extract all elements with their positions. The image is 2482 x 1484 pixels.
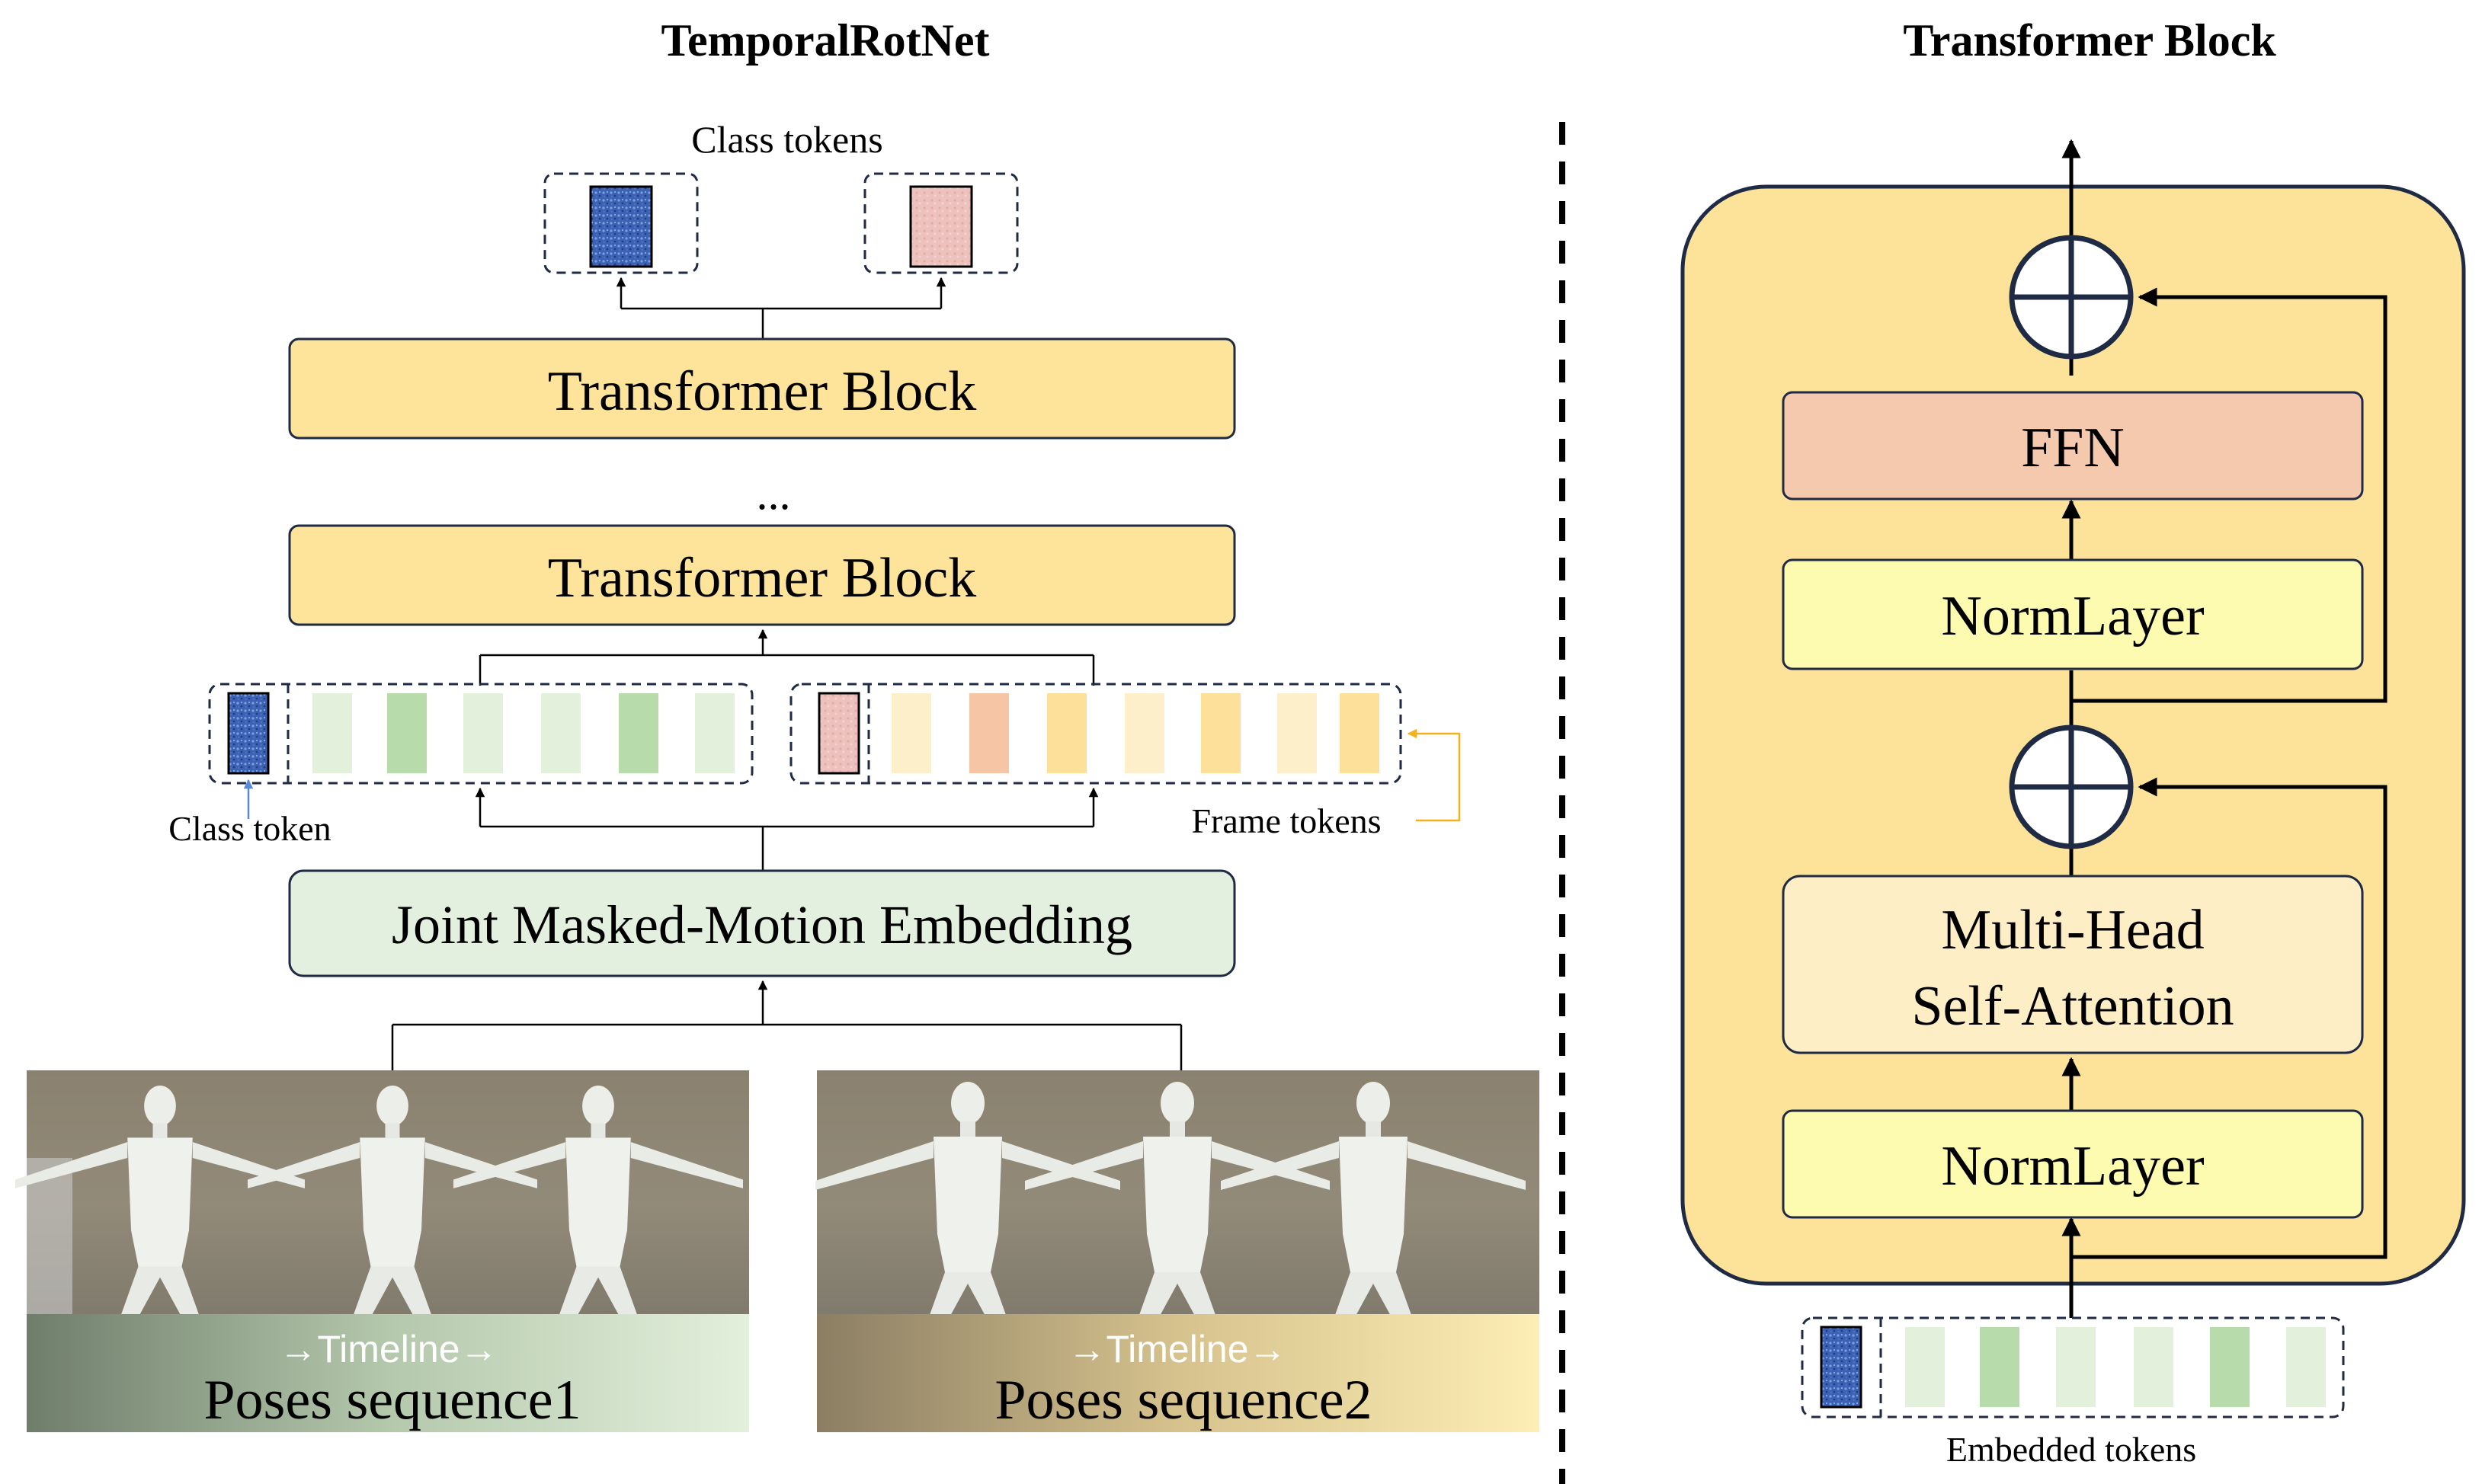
mhsa-label-line1: Multi-Head: [1941, 899, 2204, 961]
embedded-token: [2286, 1327, 2326, 1407]
mhsa-block: [1782, 875, 2364, 1054]
embedding-block: [288, 869, 1236, 977]
frame-token: [1201, 693, 1241, 773]
norm-layer-top: [1782, 558, 2364, 670]
embedded-tokens: [1801, 1316, 2345, 1418]
class-token-label: Class token: [168, 809, 331, 848]
frame-token: [1047, 693, 1087, 773]
transformer-block-top-label: Transformer Block: [548, 360, 976, 423]
left-title: TemporalRotNet: [661, 15, 989, 66]
sequence-1-label: Poses sequence1: [203, 1369, 581, 1431]
embedded-token: [1980, 1327, 2019, 1407]
pose-sequence-1: →Timeline→ Poses sequence1: [14, 1070, 749, 1432]
pose-sequence-2: →Timeline→ Poses sequence2: [815, 1070, 1539, 1432]
embedded-tokens-label: Embedded tokens: [1946, 1430, 2196, 1469]
token-group-seq1: [208, 683, 754, 785]
class-token-output-frame-2: [863, 172, 1019, 274]
class-token-blue: [227, 692, 270, 775]
frame-token: [541, 693, 581, 773]
residual-connection-2: [2071, 287, 2388, 703]
class-token-output-pink: [909, 185, 973, 268]
embedded-token: [2056, 1327, 2096, 1407]
right-title: Transformer Block: [1903, 15, 2276, 66]
transformer-block-bottom: [288, 524, 1236, 626]
mhsa-label-line2: Self-Attention: [1911, 975, 2234, 1038]
add-icon-bottom: [2009, 724, 2134, 849]
class-tokens-label: Class tokens: [691, 118, 882, 161]
frame-token: [1125, 693, 1164, 773]
embedded-token: [2210, 1327, 2250, 1407]
residual-connection-1: [2071, 777, 2388, 1259]
frame-token: [1340, 693, 1379, 773]
frame-tokens-pointer: [1407, 728, 1461, 822]
frame-tokens-label: Frame tokens: [1191, 801, 1381, 840]
class-token-blue: [1820, 1326, 1862, 1409]
frame-token: [892, 693, 931, 773]
sequence-2-label: Poses sequence2: [994, 1369, 1372, 1431]
sequences-to-embedding-arrow: [391, 980, 1183, 1070]
timeline-label-2: →Timeline→: [1068, 1328, 1286, 1370]
embedding-label: Joint Masked-Motion Embedding: [392, 894, 1132, 955]
class-token-output-frame-1: [543, 172, 699, 274]
merge-arrow-tokens: [479, 628, 1095, 686]
frame-token: [695, 693, 735, 773]
split-arrow-top: [616, 277, 946, 339]
token-group-seq2: [789, 683, 1402, 785]
frame-token: [312, 693, 352, 773]
ffn-label: FFN: [2021, 417, 2125, 479]
embedding-to-tokens-arrow: [475, 787, 1099, 871]
norm-layer-top-label: NormLayer: [1941, 585, 2204, 648]
embedded-token: [1905, 1327, 1945, 1407]
norm-layer-bottom-label: NormLayer: [1941, 1135, 2204, 1198]
frame-token: [1277, 693, 1317, 773]
timeline-label-1: →Timeline→: [279, 1328, 498, 1370]
transformer-block-top: [288, 337, 1236, 440]
embedded-token: [2134, 1327, 2173, 1407]
frame-token: [969, 693, 1009, 773]
transformer-block-bottom-label: Transformer Block: [548, 547, 976, 609]
add-icon-top: [2009, 235, 2134, 360]
class-token-output-blue: [589, 185, 653, 268]
ffn-block: [1782, 391, 2364, 501]
frame-token: [463, 693, 503, 773]
frame-token: [619, 693, 658, 773]
ellipsis: ...: [757, 469, 791, 519]
class-token-pink: [818, 692, 860, 775]
frame-token: [387, 693, 427, 773]
norm-layer-bottom: [1782, 1109, 2364, 1219]
